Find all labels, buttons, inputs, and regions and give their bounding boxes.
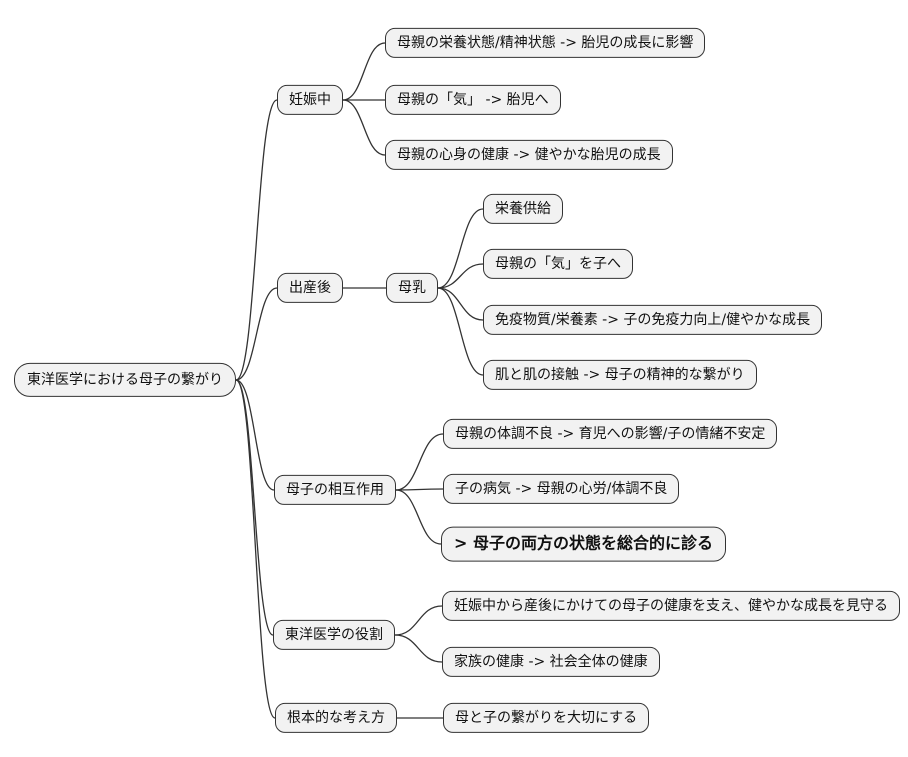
node-mothers-qi-to-child: 母親の「気」を子へ <box>483 248 633 280</box>
node-breast-milk: 母乳 <box>386 272 438 304</box>
node-role-of-eastern-medicine: 東洋医学の役割 <box>273 619 395 651</box>
node-immune-substances-growth: 免疫物質/栄養素 -> 子の免疫力向上/健やかな成長 <box>483 304 823 336</box>
node-after-birth: 出産後 <box>277 272 343 304</box>
node-mothers-qi-to-fetus: 母親の「気」 -> 胎児へ <box>385 84 561 116</box>
node-mother-child-interaction: 母子の相互作用 <box>274 474 396 506</box>
node-nutrition-supply: 栄養供給 <box>483 193 563 225</box>
node-mothers-poor-condition: 母親の体調不良 -> 育児への影響/子の情緒不安定 <box>443 418 778 450</box>
node-value-mother-child-bond: 母と子の繋がりを大切にする <box>443 702 650 734</box>
node-fundamental-philosophy: 根本的な考え方 <box>275 702 397 734</box>
node-childs-illness: 子の病気 -> 母親の心労/体調不良 <box>443 473 680 505</box>
node-mothers-nutrition-mental-state: 母親の栄養状態/精神状態 -> 胎児の成長に影響 <box>385 27 706 59</box>
node-support-pregnancy-postpartum-health: 妊娠中から産後にかけての母子の健康を支え、健やかな成長を見守る <box>442 590 900 622</box>
node-during-pregnancy: 妊娠中 <box>277 84 343 116</box>
node-holistic-diagnosis: > 母子の両方の状態を総合的に診る <box>441 526 726 562</box>
node-skin-contact-bond: 肌と肌の接触 -> 母子の精神的な繋がり <box>483 359 757 391</box>
node-family-health-society: 家族の健康 -> 社会全体の健康 <box>442 646 660 678</box>
node-mothers-health-fetal-growth: 母親の心身の健康 -> 健やかな胎児の成長 <box>385 139 673 171</box>
node-root-mother-child-bond: 東洋医学における母子の繋がり <box>14 362 236 398</box>
